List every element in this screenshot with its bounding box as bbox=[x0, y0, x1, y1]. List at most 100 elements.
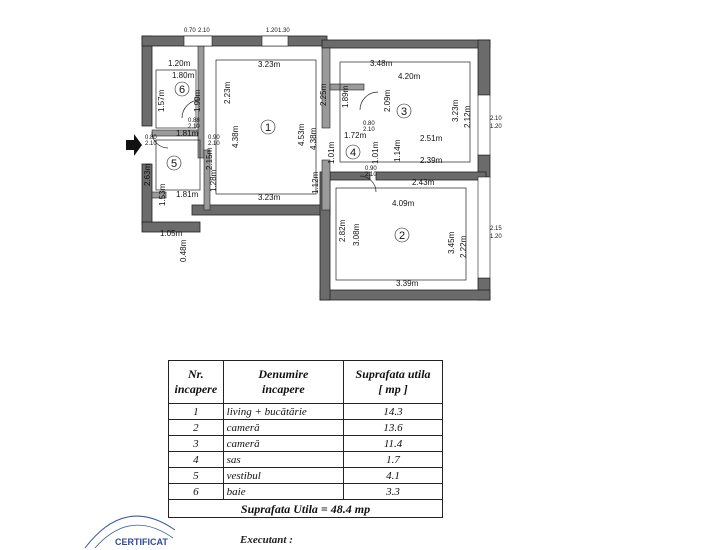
dim-r2-win1: 2.15 bbox=[490, 226, 502, 232]
dim-r5-w2: 1.81m bbox=[176, 190, 199, 199]
dim-top-mid-1: 1.20 bbox=[266, 28, 278, 34]
dim-r4-door1: 0.80 bbox=[363, 121, 375, 127]
dim-top-left-1: 0.70 bbox=[184, 28, 196, 34]
dim-r3-h4: 2.12m bbox=[463, 105, 472, 128]
entry-arrow-icon bbox=[126, 134, 142, 156]
cell-name: sas bbox=[222, 451, 345, 468]
dim-r5-h3: 2.15m bbox=[205, 147, 214, 170]
table-row: 1 living + bucătărie 14.3 bbox=[168, 403, 443, 420]
dim-r3-h2: 2.09m bbox=[383, 89, 392, 112]
table-total-row: Suprafata Utila = 48.4 mp bbox=[168, 499, 443, 518]
dim-r1-h7: 1.12m bbox=[311, 171, 320, 194]
stamp-text: CERTIFICAT bbox=[115, 537, 168, 547]
dim-r1-top: 3.23m bbox=[258, 60, 281, 69]
dim-r6-door2: 2.10 bbox=[188, 124, 200, 130]
cell-area: 13.6 bbox=[343, 419, 443, 436]
cell-nr: 4 bbox=[168, 451, 224, 468]
dim-r3-top2: 4.20m bbox=[398, 72, 421, 81]
table-row: 5 vestibul 4.1 bbox=[168, 467, 443, 484]
room-number-2: 2 bbox=[399, 230, 405, 242]
dim-r2-bot: 3.39m bbox=[396, 279, 419, 288]
room-number-6: 6 bbox=[179, 84, 185, 96]
dim-r2-h2: 3.08m bbox=[352, 223, 361, 246]
dim-r1-h1: 4.38m bbox=[231, 125, 240, 148]
dim-r3-top: 3.48m bbox=[370, 59, 393, 68]
total-area: Suprafata Utila = 48.4 mp bbox=[168, 499, 443, 518]
vertical-dimension-labels: 1.57m 1.99m 2.63m 1.53m 2.15m 0.48m 4.38… bbox=[143, 81, 472, 262]
dim-r4-h: 1.01m bbox=[327, 141, 336, 164]
cell-name: baie bbox=[222, 483, 345, 500]
certificate-stamp: CERTIFICAT bbox=[84, 515, 176, 549]
table-row: 2 cameră 13.6 bbox=[168, 419, 443, 436]
dim-r1-h5: 2.25m bbox=[319, 83, 328, 106]
dim-r4-h2: 1.01m bbox=[371, 141, 380, 164]
dim-r5-h2: 1.53m bbox=[158, 183, 167, 206]
cell-area: 11.4 bbox=[343, 435, 443, 452]
dim-r4-door3: 0.90 bbox=[365, 166, 377, 172]
cell-nr: 5 bbox=[168, 467, 224, 484]
room-number-5: 5 bbox=[171, 158, 177, 170]
room-labels: 1 2 3 4 5 6 bbox=[166, 81, 412, 243]
dim-r2-win2: 1.20 bbox=[490, 234, 502, 240]
cell-area: 3.3 bbox=[343, 483, 443, 500]
dim-r6-h2: 1.99m bbox=[193, 89, 202, 112]
executant-label: Executant : bbox=[240, 534, 293, 546]
dim-r6-w: 1.20m bbox=[168, 59, 191, 68]
dim-top-left-2: 2.10 bbox=[198, 28, 210, 34]
dim-r1-h6: 1.28m bbox=[209, 169, 218, 192]
cell-name: cameră bbox=[222, 419, 345, 436]
room-number-1: 1 bbox=[265, 122, 271, 134]
table-row: 6 baie 3.3 bbox=[168, 483, 443, 500]
cell-area: 14.3 bbox=[343, 403, 443, 420]
room-number-4: 4 bbox=[350, 147, 356, 159]
dim-r3-win2: 1.20 bbox=[490, 124, 502, 130]
dim-r1-h2: 2.23m bbox=[223, 81, 232, 104]
dim-r4-door4: 2.10 bbox=[365, 172, 377, 178]
dim-r3-win1: 2.10 bbox=[490, 116, 502, 122]
dim-bottom-left-2: 0.48m bbox=[179, 239, 188, 262]
dim-r6-door3: 0.90 bbox=[208, 135, 220, 141]
dim-r5-h1: 2.63m bbox=[143, 163, 152, 186]
cell-name: vestibul bbox=[222, 467, 345, 484]
dim-r2-h3: 3.45m bbox=[447, 231, 456, 254]
cell-name: cameră bbox=[222, 435, 345, 452]
header-nr: Nr.incapere bbox=[168, 360, 224, 404]
dim-r1-bot: 3.23m bbox=[258, 193, 281, 202]
dim-r1-h4: 4.38m bbox=[309, 127, 318, 150]
dimension-labels: 0.70 2.10 1.20 1.30 1.20m 1.80m 3.23m 3.… bbox=[145, 28, 502, 288]
dim-r6-door4: 2.10 bbox=[208, 141, 220, 147]
dim-r6-door: 0.88 bbox=[188, 118, 200, 124]
dim-r6-h1: 1.57m bbox=[157, 89, 166, 112]
cell-name: living + bucătărie bbox=[222, 403, 345, 420]
dim-top-mid-2: 1.30 bbox=[278, 28, 290, 34]
dim-r3-h1: 1.89m bbox=[341, 85, 350, 108]
dim-r4-h3: 1.14m bbox=[393, 139, 402, 162]
dim-r5-w: 1.81m bbox=[176, 129, 199, 138]
dim-r2-top: 2.43m bbox=[412, 178, 435, 187]
dim-bottom-left: 1.05m bbox=[160, 229, 183, 238]
dim-r3-w1: 2.51m bbox=[420, 134, 443, 143]
dim-entry-2: 2.10 bbox=[145, 141, 157, 147]
dim-entry-1: 0.80 bbox=[145, 135, 157, 141]
dim-r2-h1: 2.82m bbox=[338, 219, 347, 242]
dim-r4-door2: 2.10 bbox=[363, 127, 375, 133]
cell-nr: 2 bbox=[168, 419, 224, 436]
cell-area: 1.7 bbox=[343, 451, 443, 468]
dim-r2-h4: 2.22m bbox=[459, 235, 468, 258]
header-area: Suprafata utila[ mp ] bbox=[343, 360, 443, 404]
dim-r6-w2: 1.80m bbox=[172, 71, 195, 80]
dim-r1-h3: 4.53m bbox=[297, 123, 306, 146]
table-row: 4 sas 1.7 bbox=[168, 451, 443, 468]
dim-r2-top2: 4.09m bbox=[392, 199, 415, 208]
table-row: 3 cameră 11.4 bbox=[168, 435, 443, 452]
dim-r4-w: 1.72m bbox=[344, 131, 367, 140]
room-number-3: 3 bbox=[401, 106, 407, 118]
dim-r3-w2: 2.39m bbox=[420, 156, 443, 165]
cell-area: 4.1 bbox=[343, 467, 443, 484]
dim-r3-h3: 3.23m bbox=[451, 99, 460, 122]
cell-nr: 3 bbox=[168, 435, 224, 452]
